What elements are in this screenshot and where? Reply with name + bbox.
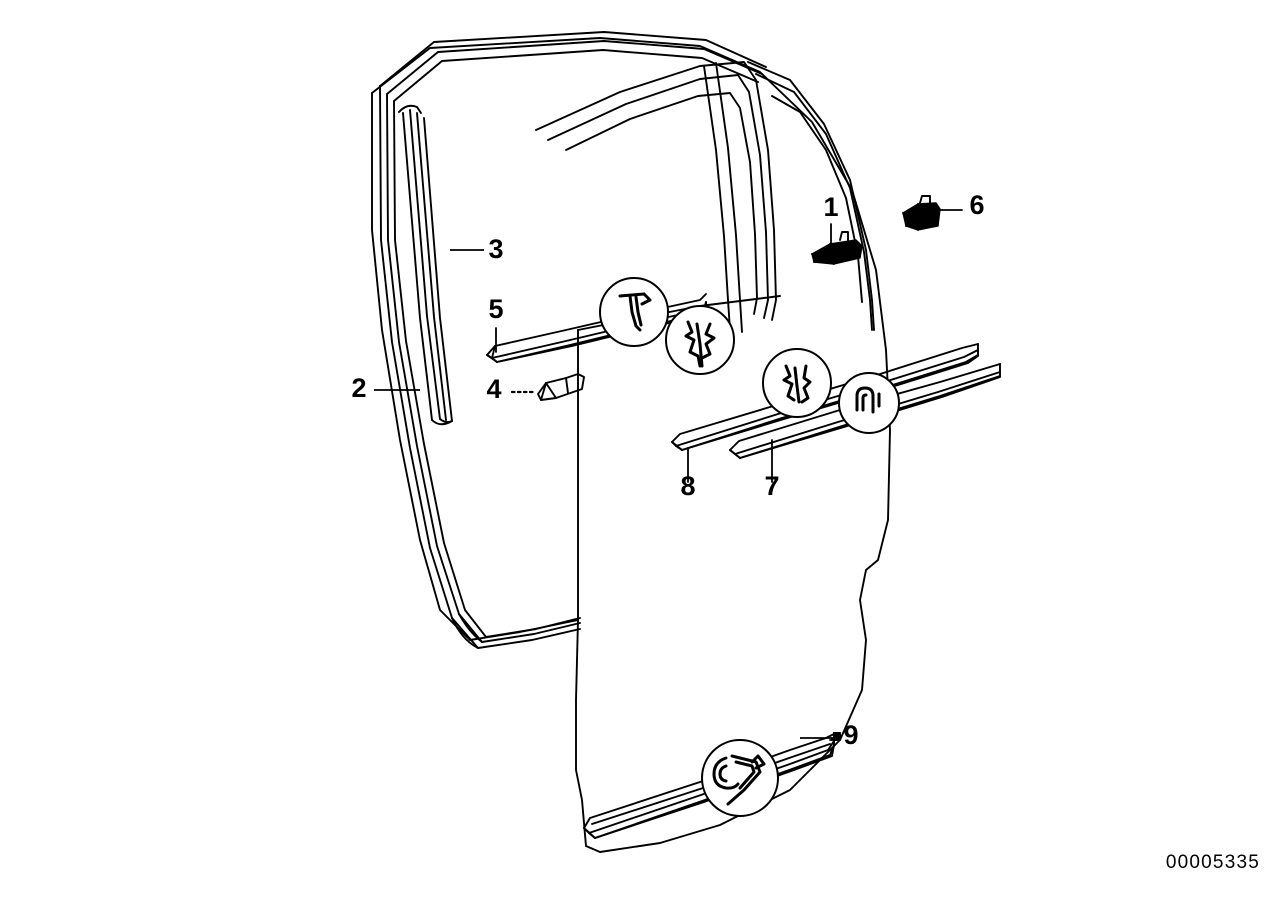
part-6-trim-retainer-clip <box>902 195 941 231</box>
callout-number-9: 9 <box>843 720 858 750</box>
part-3-window-guide-channel <box>398 104 453 426</box>
part-2-door-weatherstrip <box>379 31 767 649</box>
detail-circle-u-clip <box>838 372 900 434</box>
callout-number-2: 2 <box>351 373 366 403</box>
callout-number-4: 4 <box>486 374 501 404</box>
detail-circle-barb-clip-2 <box>762 348 832 418</box>
callout-number-1: 1 <box>823 192 838 222</box>
detail-circle-t-clip <box>599 277 669 347</box>
callout-number-7: 7 <box>764 471 779 501</box>
detail-circle-spring-clip <box>701 739 779 817</box>
callout-number-3: 3 <box>488 234 503 264</box>
detail-circle-barb-clip <box>665 305 735 375</box>
diagram-id-label: 00005335 <box>1165 852 1260 873</box>
callout-number-5: 5 <box>488 294 503 324</box>
part-1-frame-clip <box>811 231 863 265</box>
callout-number-8: 8 <box>680 471 695 501</box>
door-window-opening <box>535 61 875 333</box>
door-shell-outline <box>371 37 891 853</box>
part-4-molding-end-cap <box>537 373 585 401</box>
callout-number-6: 6 <box>969 190 984 220</box>
callout-labels: 1 2 3 4 5 6 7 8 9 <box>351 190 984 750</box>
